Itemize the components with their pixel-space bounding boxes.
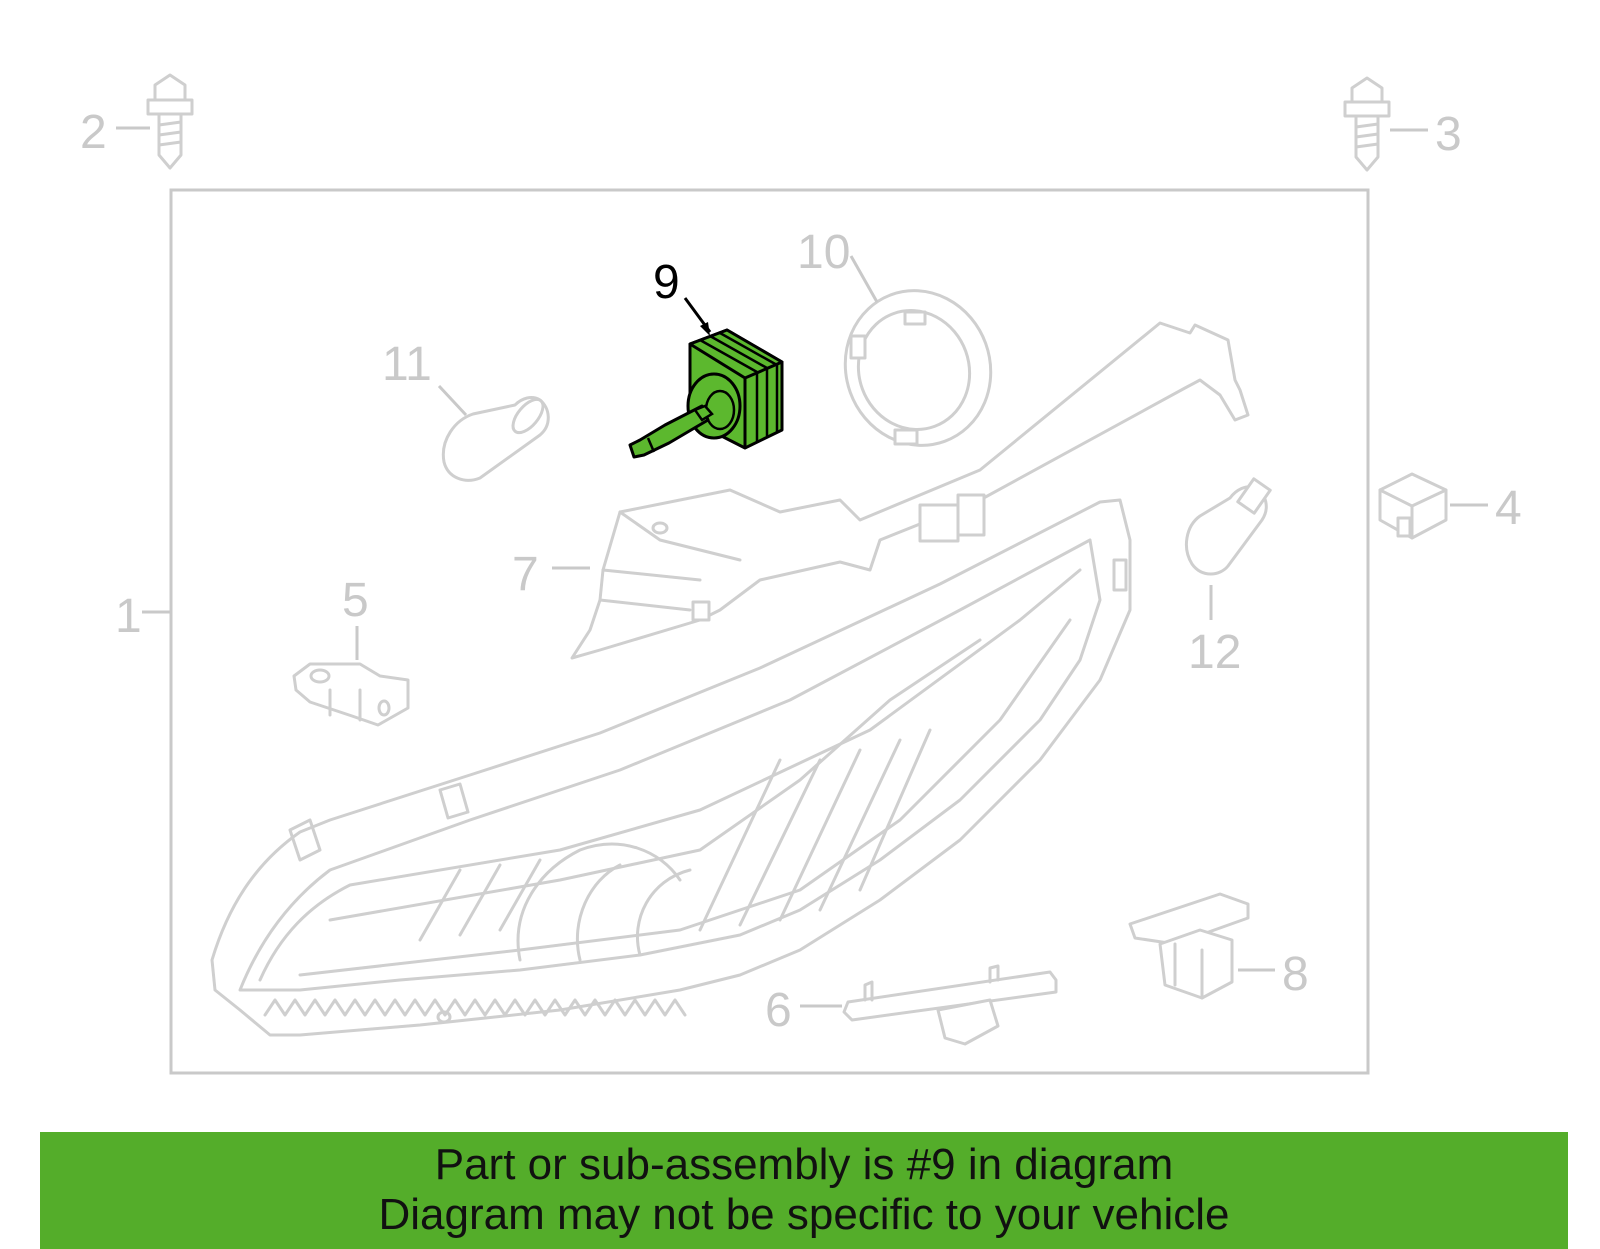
leader-9-arrowhead (700, 322, 710, 336)
callout-7[interactable]: 7 (512, 548, 539, 601)
part-6-strip[interactable] (842, 964, 1058, 1046)
part-12-bulb[interactable] (1184, 477, 1272, 576)
banner-line-1: Part or sub-assembly is #9 in diagram (434, 1140, 1174, 1189)
callout-8[interactable]: 8 (1282, 948, 1309, 1001)
info-banner: Part or sub-assembly is #9 in diagram Di… (40, 1132, 1568, 1249)
part-11-bulb[interactable] (441, 394, 550, 482)
leader-11 (437, 384, 468, 417)
callout-2[interactable]: 2 (80, 106, 107, 159)
part-4-clip[interactable] (1378, 472, 1448, 540)
part-7-bracket[interactable] (570, 321, 1250, 660)
callout-1[interactable]: 1 (115, 590, 142, 643)
leader-10 (849, 255, 879, 303)
callout-3[interactable]: 3 (1435, 108, 1462, 161)
callout-6[interactable]: 6 (765, 984, 792, 1037)
part-9-bulb[interactable] (628, 328, 784, 459)
callout-11[interactable]: 11 (382, 338, 432, 391)
parts-diagram: 2 3 1 10 11 9 (80, 73, 1522, 1075)
banner-line-2: Diagram may not be specific to your vehi… (378, 1190, 1230, 1239)
part-5-bracket[interactable] (292, 662, 410, 727)
part-2-bolt[interactable] (146, 73, 194, 170)
callout-10[interactable]: 10 (797, 226, 850, 279)
part-10-cover[interactable] (824, 270, 1013, 466)
callout-12[interactable]: 12 (1188, 626, 1241, 679)
part-8-bracket[interactable] (1128, 892, 1250, 1000)
callout-4[interactable]: 4 (1495, 482, 1522, 535)
part-3-bolt[interactable] (1343, 76, 1391, 172)
part-1-headlamp-assembly[interactable] (210, 498, 1132, 1037)
callout-9[interactable]: 9 (653, 256, 680, 309)
assembly-frame (169, 188, 1370, 1075)
callout-5[interactable]: 5 (342, 574, 369, 627)
